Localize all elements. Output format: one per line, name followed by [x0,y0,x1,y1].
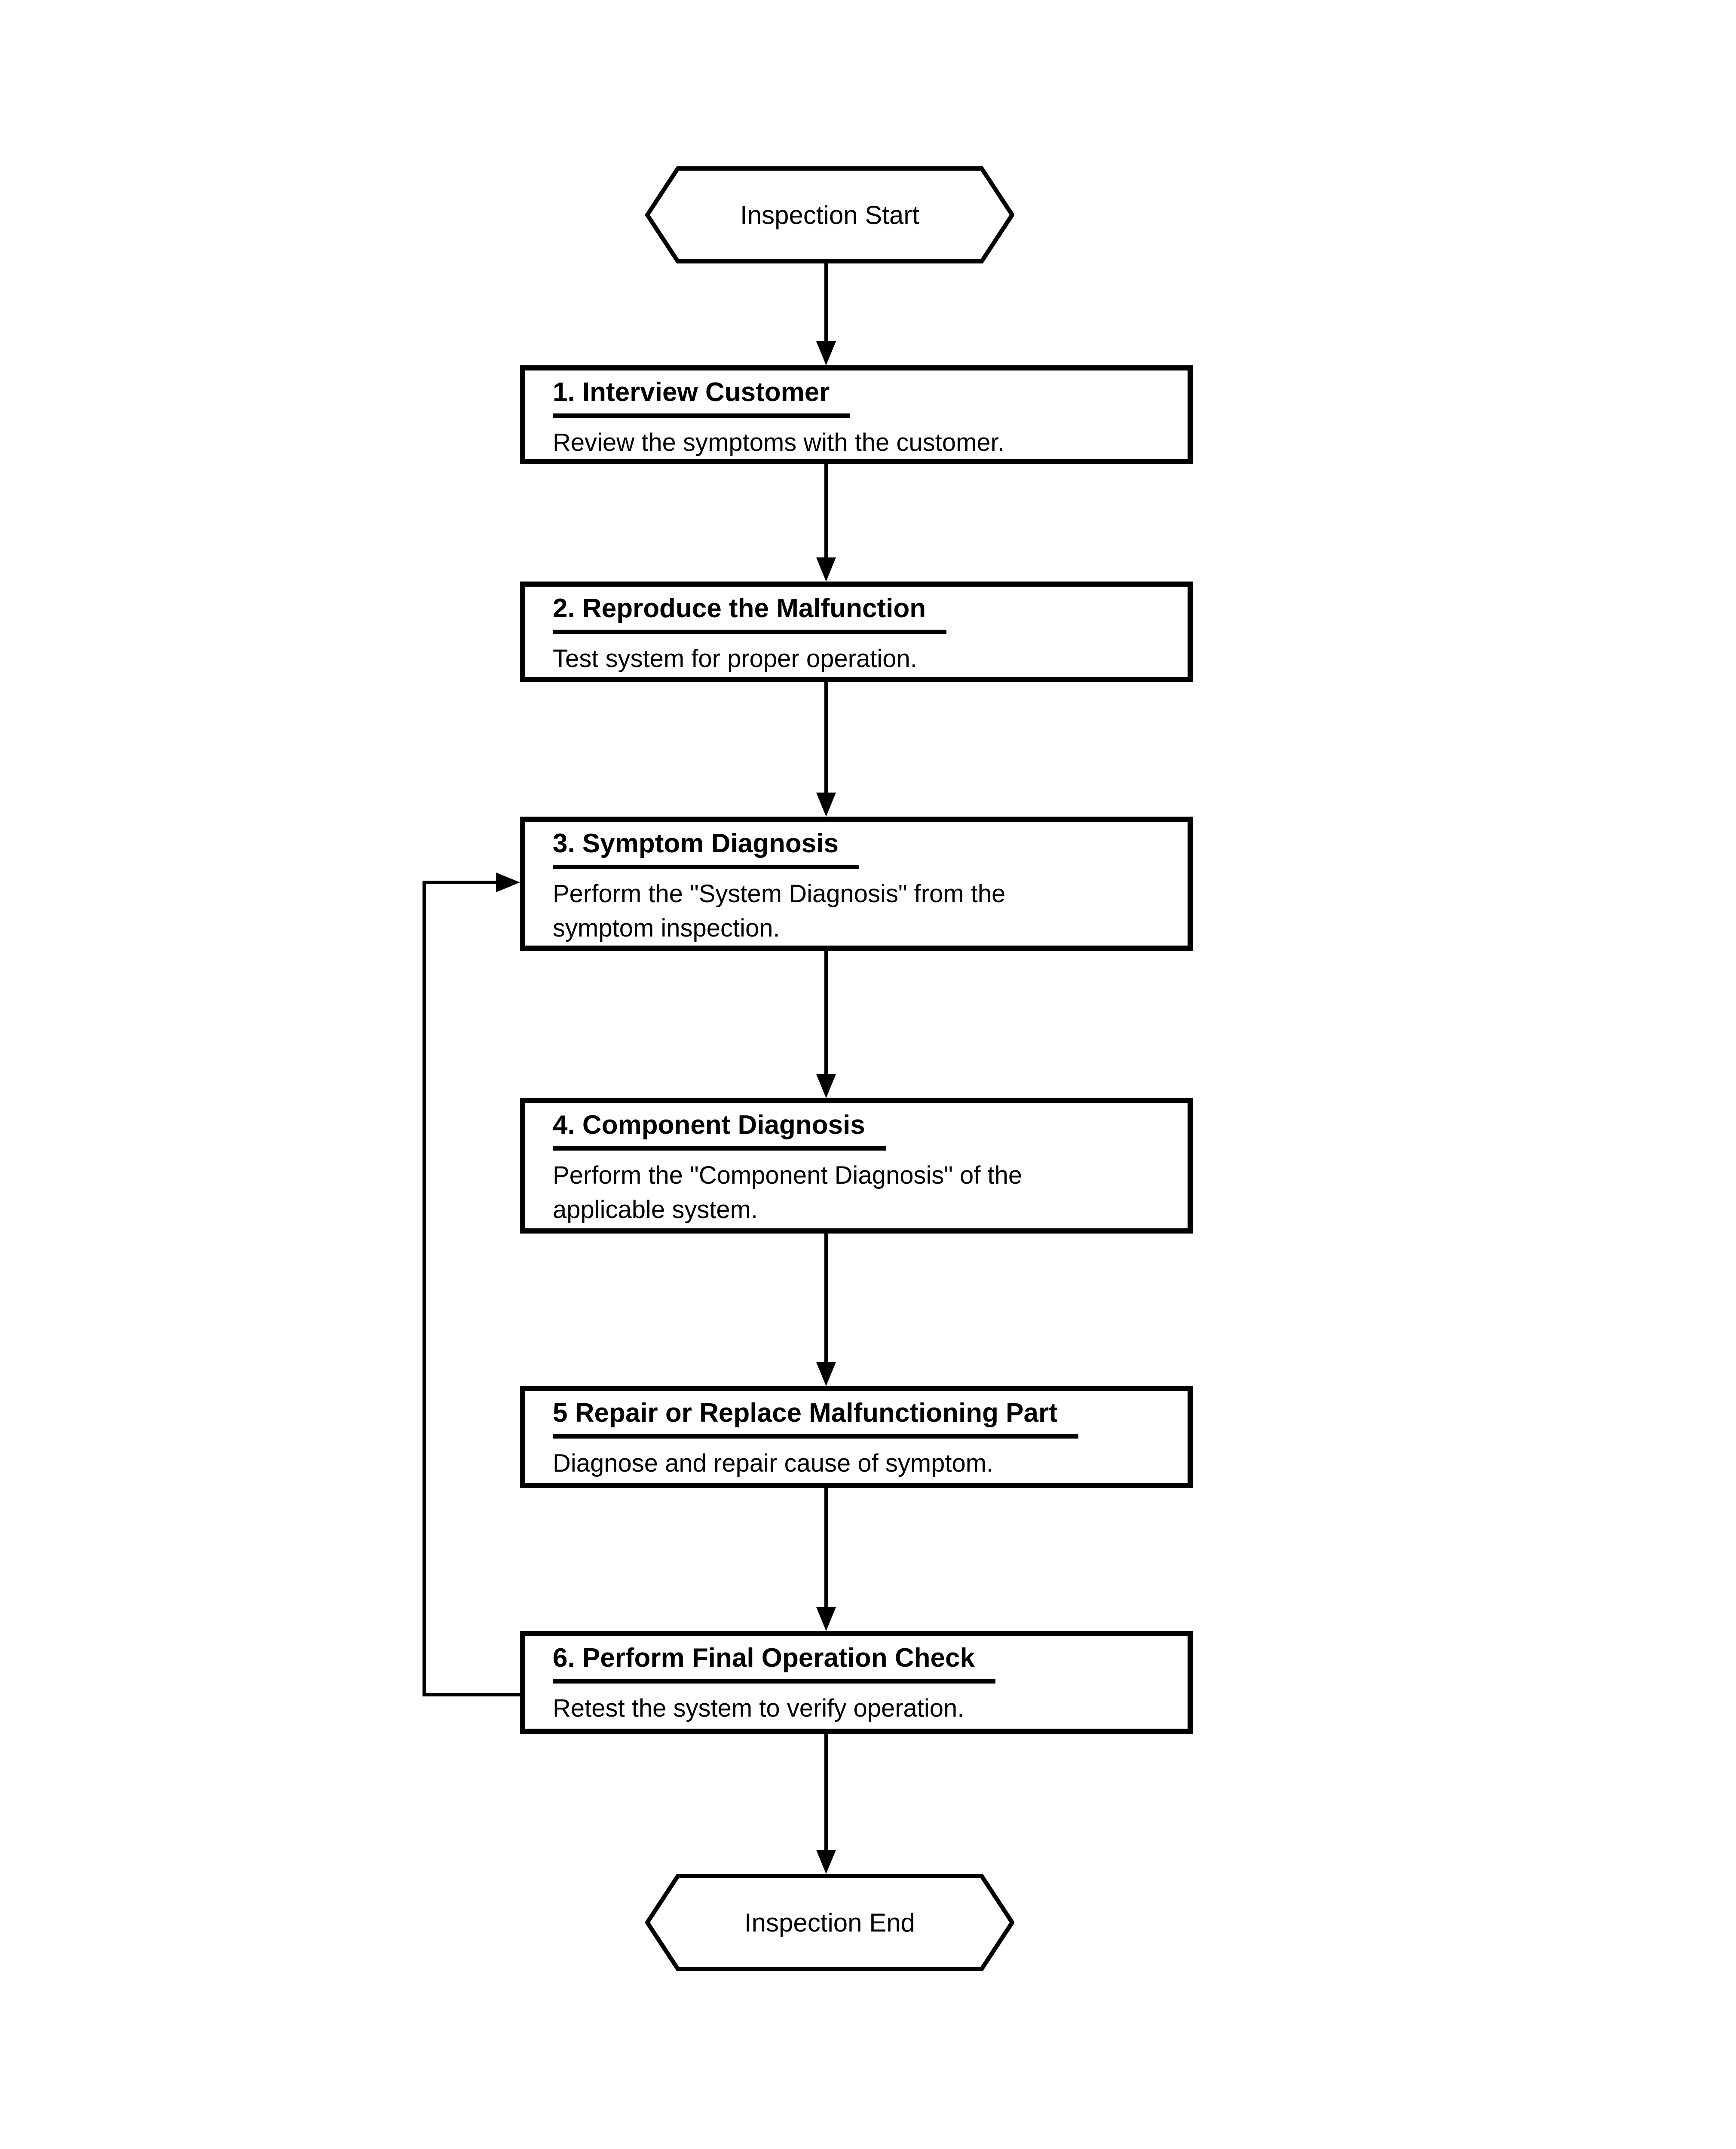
step-6-description: Retest the system to verify operation. [553,1694,964,1722]
connector-step3-to-step4 [824,951,828,1077]
hexagon-shape [645,1874,1014,1971]
end-terminator-label: Inspection End [744,1908,915,1937]
arrowhead-down-step4 [816,1074,836,1098]
start-terminator: Inspection Start [645,166,1014,263]
step-3-box: 3. Symptom Diagnosis Perform the "System… [520,817,1193,951]
step-5-description: Diagnose and repair cause of symptom. [553,1449,994,1477]
arrowhead-right-step3 [496,872,520,892]
step-2-title: 2. Reproduce the Malfunction [553,594,947,634]
connector-step6-to-end [824,1734,828,1852]
arrowhead-down-step3 [816,793,836,817]
step-2-box: 2. Reproduce the Malfunction Test system… [520,582,1193,682]
step-1-box: 1. Interview Customer Review the symptom… [520,365,1193,464]
step-2-description: Test system for proper operation. [553,645,917,673]
step-1-title: 1. Interview Customer [553,377,851,418]
arrowhead-down-step1 [816,341,836,365]
step-1-description: Review the symptoms with the customer. [553,429,1004,456]
connector-step4-to-step5 [824,1234,828,1365]
step-4-description: Perform the "Component Diagnosis" of the… [553,1161,1023,1224]
connector-start-to-step1 [824,263,828,344]
arrowhead-down-step5 [816,1362,836,1386]
start-terminator-label: Inspection Start [740,200,919,230]
connector-step2-to-step3 [824,682,828,795]
feedback-loop-bottom-segment [423,1693,521,1696]
arrowhead-down-step6 [816,1607,836,1631]
step-3-title: 3. Symptom Diagnosis [553,829,859,869]
step-5-title: 5 Repair or Replace Malfunctioning Part [553,1398,1078,1439]
feedback-loop-top-segment [423,881,497,884]
connector-step5-to-step6 [824,1488,828,1610]
arrowhead-down-step2 [816,557,836,582]
feedback-loop-vertical-segment [423,881,426,1696]
step-5-box: 5 Repair or Replace Malfunctioning Part … [520,1386,1193,1488]
end-terminator: Inspection End [645,1874,1014,1971]
step-3-description: Perform the "System Diagnosis" from the … [553,880,1006,942]
step-4-box: 4. Component Diagnosis Perform the "Comp… [520,1098,1193,1234]
arrowhead-down-end [816,1850,836,1874]
step-4-title: 4. Component Diagnosis [553,1110,886,1151]
step-6-box: 6. Perform Final Operation Check Retest … [520,1631,1193,1734]
connector-step1-to-step2 [824,464,828,560]
step-6-title: 6. Perform Final Operation Check [553,1643,995,1684]
hexagon-shape [645,166,1014,263]
